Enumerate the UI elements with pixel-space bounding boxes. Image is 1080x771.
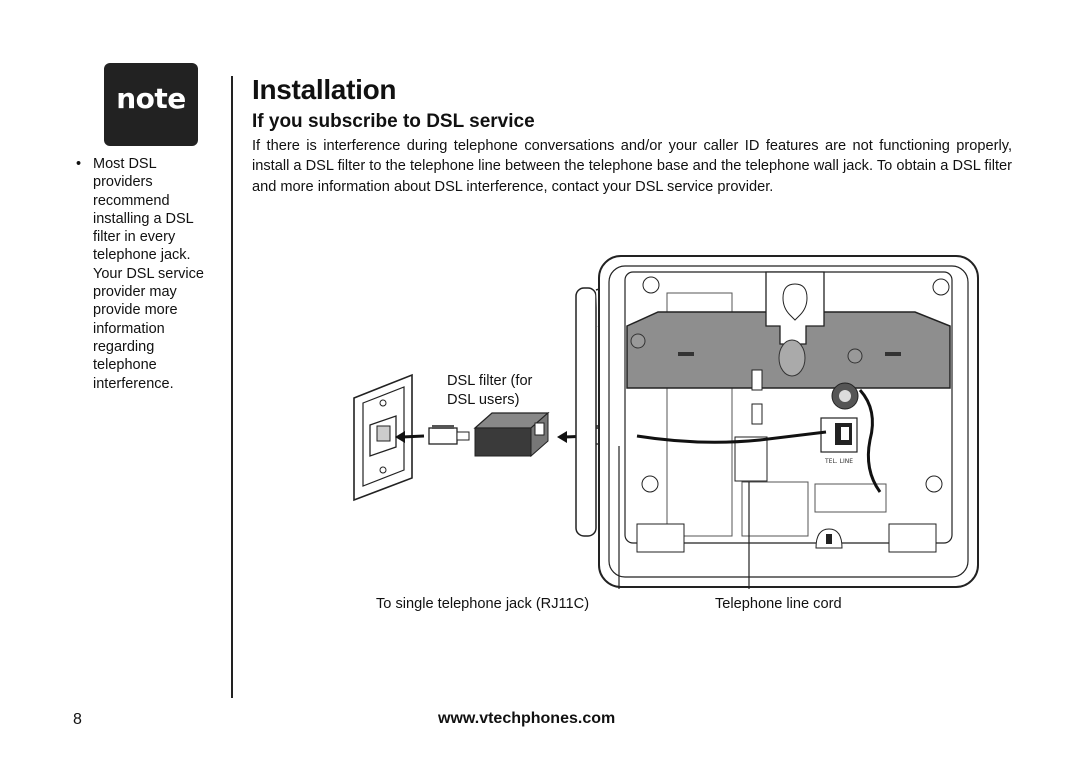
note-line: Your DSL service — [93, 265, 204, 282]
note-line: installing a DSL — [93, 210, 194, 227]
note-item: • Most DSL providers recommend installin… — [76, 155, 226, 393]
note-badge-label: note — [116, 82, 186, 115]
bullet-icon: • — [76, 156, 82, 172]
jack-label: To single telephone jack (RJ11C) — [376, 596, 590, 612]
note-line: information — [93, 320, 165, 337]
note-line: provide more — [93, 302, 178, 319]
note-list: • Most DSL providers recommend installin… — [76, 155, 226, 393]
small-plug — [428, 425, 470, 445]
section-subtitle: If you subscribe to DSL service — [252, 111, 535, 132]
cord-label: Telephone line cord — [715, 596, 842, 612]
wall-plate — [353, 373, 413, 502]
filter-label-line2: DSL users) — [447, 392, 520, 408]
tel-line-mark: TEL. LINE — [824, 458, 853, 465]
note-line: regarding — [93, 338, 155, 355]
page-number: 8 — [73, 711, 82, 728]
filter-label-line1: DSL filter (for — [447, 373, 533, 389]
page-title: Installation — [252, 74, 397, 105]
note-line: provider may — [93, 284, 177, 301]
plug-arrow-left — [395, 431, 425, 443]
footer-url[interactable]: www.vtechphones.com — [438, 710, 616, 727]
note-line: telephone jack. — [93, 247, 191, 264]
note-badge: note — [104, 63, 198, 146]
telephone-base: TEL. LINE — [575, 255, 979, 588]
note-line: Most DSL — [93, 156, 157, 172]
note-line: providers — [93, 174, 153, 191]
note-line: telephone — [93, 357, 157, 374]
body-paragraph: If there is interference during telephon… — [252, 138, 1012, 195]
note-line: recommend — [93, 192, 170, 209]
column-divider — [231, 76, 233, 698]
note-line: interference. — [93, 375, 174, 392]
dsl-filter — [473, 411, 550, 458]
note-line: filter in every — [93, 229, 176, 246]
